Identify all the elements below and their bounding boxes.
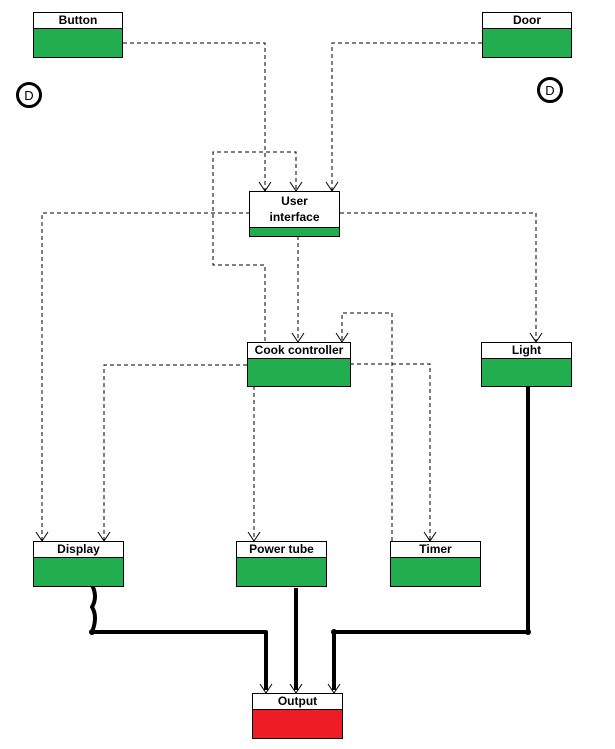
node-user-interface-label: User interface [250,193,339,225]
node-timer-label: Timer [419,542,452,556]
edge-door-to-user-interface [331,42,482,190]
node-light-label: Light [511,343,542,357]
node-display-label: Display [57,542,100,556]
node-power-tube-status-bar [237,557,326,586]
edge-cook-controller-to-timer [350,363,431,540]
node-door[interactable]: Door [482,12,572,58]
node-user-interface-status-bar [250,227,339,236]
node-button-label: Button [58,13,98,27]
edge-cook-controller-to-display [103,364,247,540]
edge-user-interface-to-light [340,212,537,341]
node-user-interface-label-line1: User [281,194,308,208]
marker-right: D [537,77,563,103]
junction-dot-right [331,629,337,635]
node-cook-controller[interactable]: Cook controller [247,342,351,387]
marker-left: D [16,82,42,108]
node-power-tube-label: Power tube [249,542,314,556]
node-timer[interactable]: Timer [390,541,481,587]
node-cook-controller-label: Cook controller [254,343,344,357]
node-door-status-bar [483,28,571,57]
edge-user-interface-to-display [41,212,250,540]
junction-dot-light [525,629,531,635]
node-user-interface[interactable]: User interface [249,191,340,237]
node-light-status-bar [482,358,571,386]
edge-button-to-user-interface [123,42,266,190]
node-display[interactable]: Display [33,541,124,587]
edge-cook-controller-to-user-interface [212,151,297,341]
node-cook-controller-status-bar [248,358,350,386]
node-user-interface-label-line2: interface [269,210,320,224]
node-power-tube[interactable]: Power tube [236,541,327,587]
node-display-status-bar [34,557,123,586]
node-light[interactable]: Light [481,342,572,387]
edge-light-to-output [332,386,530,690]
node-output-label: Output [277,694,318,708]
node-output-status-bar [253,709,342,738]
node-door-label: Door [513,13,541,27]
edge-timer-to-cook-controller [341,312,393,541]
edge-display-to-output [90,584,268,690]
junction-dot-left [89,629,95,635]
node-output[interactable]: Output [252,693,343,739]
node-button[interactable]: Button [33,12,123,58]
node-timer-status-bar [391,557,480,586]
node-button-status-bar [34,28,122,57]
